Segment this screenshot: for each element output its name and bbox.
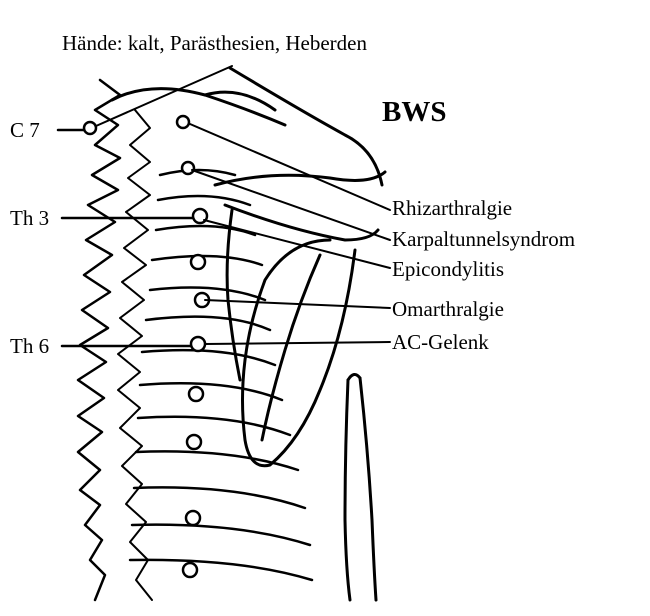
back-outline (110, 66, 384, 187)
scapula (213, 170, 387, 468)
condition-label-omarthralgie: Omarthralgie (392, 297, 504, 321)
acupoint (185, 433, 203, 451)
vertebra-label-th6: Th 6 (10, 334, 50, 358)
condition-label-karpaltunnelsyndrom: Karpaltunnelsyndrom (392, 227, 576, 251)
acupoint (187, 385, 205, 403)
condition-label-rhizarthralgie: Rhizarthralgie (392, 196, 513, 220)
condition-label-ac-gelenk: AC-Gelenk (392, 330, 489, 354)
vertebra-label-c7: C 7 (10, 118, 40, 142)
ribs (128, 168, 314, 582)
spine-outline-left (76, 78, 122, 602)
acupoint (184, 509, 202, 527)
condition-leaders (189, 123, 391, 345)
acupoints (82, 114, 211, 579)
vertebra-leaders (56, 128, 195, 348)
acupoint-c7 (82, 120, 98, 136)
acupoint (189, 253, 207, 271)
humerus (343, 373, 378, 602)
condition-label-epicondylitis: Epicondylitis (392, 257, 504, 281)
top-note-leader (95, 65, 233, 127)
acupoint (175, 114, 191, 130)
acupoint-th6 (189, 335, 207, 353)
acupoint (180, 160, 196, 176)
top-note: Hände: kalt, Parästhesien, Heberden (62, 31, 367, 55)
acupoint (181, 561, 199, 579)
region-title: BWS (382, 96, 447, 128)
vertebra-label-th3: Th 3 (10, 206, 50, 230)
spine-outline-inner (117, 109, 153, 601)
